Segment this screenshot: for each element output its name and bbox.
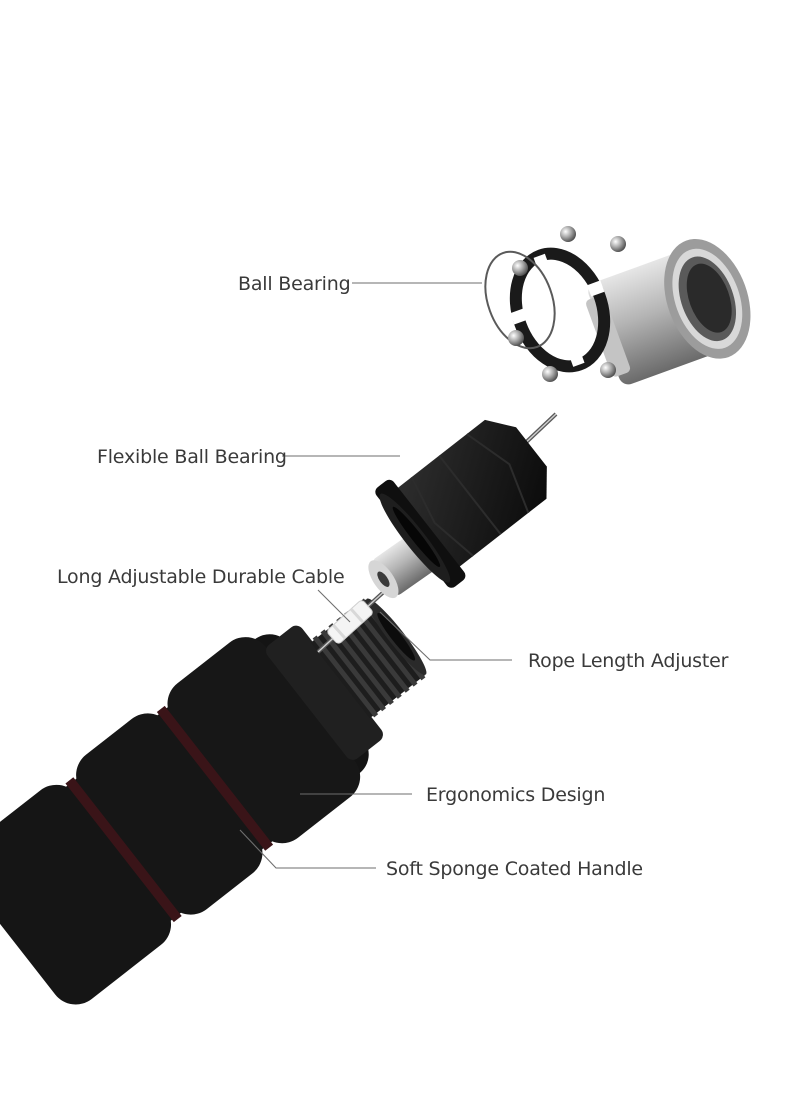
steel-ball bbox=[560, 226, 576, 242]
label-soft-sponge-coated-handle: Soft Sponge Coated Handle bbox=[386, 858, 643, 880]
grip-segment bbox=[167, 637, 361, 844]
handle bbox=[0, 598, 427, 1005]
label-ergonomics-design: Ergonomics Design bbox=[426, 784, 605, 806]
handle-collar bbox=[266, 625, 383, 760]
grip-groove bbox=[156, 705, 274, 851]
grip-groove bbox=[65, 777, 182, 923]
labels: Ball Bearing Flexible Ball Bearing Long … bbox=[57, 273, 729, 880]
leader-long-adjustable-durable-cable bbox=[317, 589, 351, 623]
label-ball-bearing: Ball Bearing bbox=[238, 273, 350, 295]
leader-soft-sponge-coated-handle bbox=[239, 829, 376, 869]
label-long-adjustable-durable-cable: Long Adjustable Durable Cable bbox=[57, 566, 344, 588]
steel-ball bbox=[512, 260, 528, 276]
threaded-neck bbox=[310, 598, 427, 719]
leader-rope-length-adjuster bbox=[379, 611, 512, 661]
steel-ball bbox=[610, 236, 626, 252]
leader-lines bbox=[239, 282, 512, 869]
steel-ball bbox=[542, 366, 558, 382]
label-flexible-ball-bearing: Flexible Ball Bearing bbox=[97, 446, 287, 468]
ball-bearing-assembly bbox=[484, 226, 751, 385]
steel-ball bbox=[600, 362, 616, 378]
steel-ball bbox=[508, 330, 524, 346]
grip-segment bbox=[0, 784, 172, 1005]
grip-segment bbox=[76, 713, 263, 915]
label-rope-length-adjuster: Rope Length Adjuster bbox=[528, 650, 729, 672]
flexible-ball-bearing-cap bbox=[375, 419, 547, 588]
